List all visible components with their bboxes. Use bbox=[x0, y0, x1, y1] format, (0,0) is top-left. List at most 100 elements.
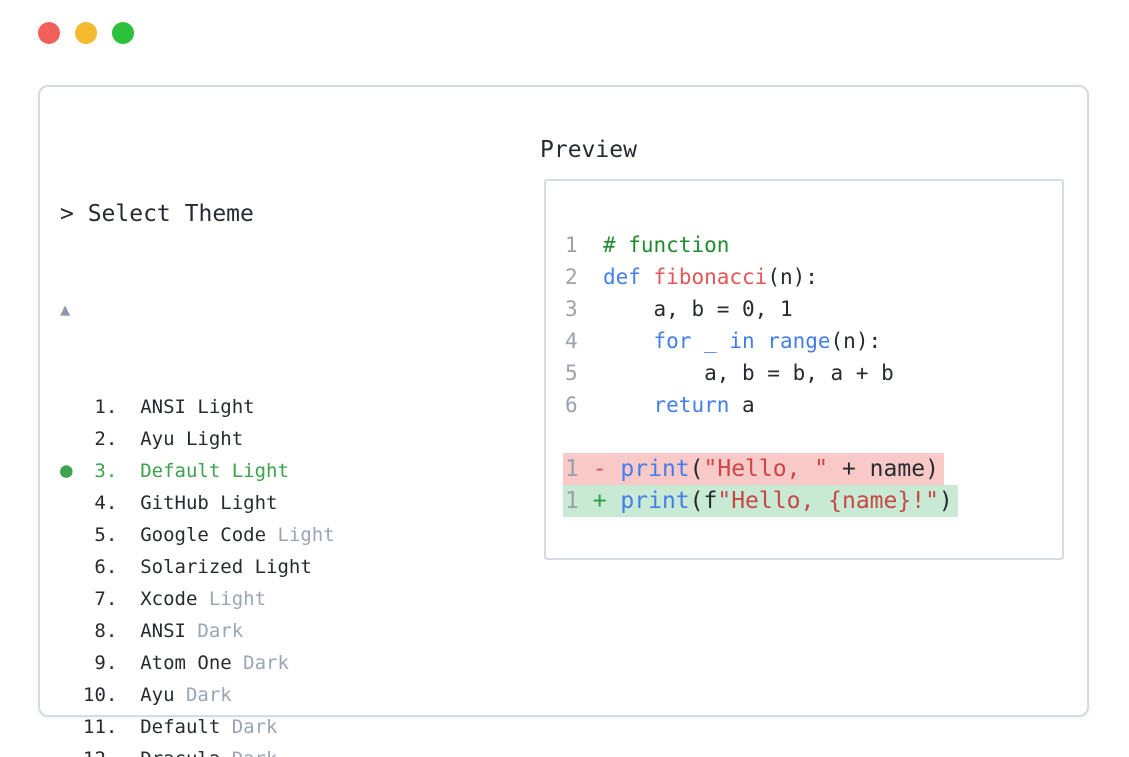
theme-option-number: 1. bbox=[94, 396, 118, 418]
code-token-pl bbox=[603, 393, 654, 417]
theme-option[interactable]: 8. ANSI Dark bbox=[60, 614, 877, 646]
theme-option-number: 12. bbox=[83, 743, 117, 757]
window-controls bbox=[38, 22, 134, 44]
close-window-button[interactable] bbox=[38, 22, 60, 44]
code-token-pl: a, b = 0, 1 bbox=[602, 297, 793, 321]
theme-option[interactable]: 1. ANSI Light bbox=[60, 390, 877, 422]
code-token-com: # function bbox=[602, 233, 730, 257]
code-token-pl: (n): bbox=[830, 329, 882, 353]
selected-dot-icon: ● bbox=[60, 458, 73, 482]
marker-spacer bbox=[60, 614, 83, 646]
theme-list: 1. ANSI Light 2.Ayu Light ● 3. Default Light… bbox=[60, 390, 877, 757]
code-token-pl: a, b = b, a + b bbox=[602, 361, 894, 385]
theme-option-variant: Dark bbox=[243, 652, 289, 674]
code-line: 5 a, b = b, a + b bbox=[565, 357, 1062, 389]
theme-option-variant: Light bbox=[208, 588, 267, 610]
marker-spacer bbox=[60, 582, 83, 614]
code-token-pl: + name) bbox=[828, 456, 939, 482]
code-token-pl: ) bbox=[938, 488, 953, 514]
code-token-kw: print bbox=[620, 456, 690, 482]
theme-option[interactable]: 7. Xcode Light bbox=[60, 582, 877, 614]
theme-option-number: 8. bbox=[94, 620, 118, 642]
theme-option-number: 6. bbox=[94, 556, 118, 578]
code-token-ln: 6 bbox=[565, 393, 603, 417]
marker-spacer bbox=[60, 710, 83, 742]
theme-option-label: Dracula bbox=[140, 743, 232, 757]
theme-option-label: GitHub Light bbox=[140, 492, 278, 514]
marker-spacer bbox=[60, 646, 83, 678]
theme-option-variant: Dark bbox=[231, 716, 278, 738]
code-token-pl: ( bbox=[689, 456, 704, 482]
select-theme-header: > Select Theme bbox=[60, 201, 254, 227]
code-token-ln: 1 bbox=[565, 233, 603, 257]
theme-option-number: 7. bbox=[94, 588, 118, 610]
code-token-plus: + bbox=[578, 488, 621, 514]
marker-spacer bbox=[60, 678, 83, 710]
theme-option-number: 4. bbox=[94, 492, 118, 514]
code-token-kw: return bbox=[653, 393, 730, 417]
minimize-window-button[interactable] bbox=[75, 22, 97, 44]
theme-option[interactable]: 2.Ayu Light bbox=[60, 422, 877, 454]
preview-label: Preview bbox=[540, 137, 637, 163]
code-line: 3 a, b = 0, 1 bbox=[565, 293, 1062, 325]
theme-option-number: 3. bbox=[94, 460, 118, 482]
code-line: 1 # function bbox=[565, 229, 1062, 261]
theme-option[interactable]: 11. Default Dark bbox=[60, 710, 877, 742]
code-token-ln: 2 bbox=[565, 265, 603, 289]
theme-picker-left-column: > Select Theme ▲ 1. ANSI Light 2.Ayu Ligh… bbox=[60, 134, 877, 757]
theme-option-variant: Light bbox=[277, 524, 335, 546]
theme-option[interactable]: 4. GitHub Light bbox=[60, 486, 877, 518]
marker-spacer bbox=[60, 390, 83, 422]
theme-option-variant: Dark bbox=[185, 684, 232, 706]
code-token-str: "Hello, {name}!" bbox=[717, 488, 939, 514]
code-line: 2 def fibonacci(n): bbox=[565, 261, 1062, 293]
marker-spacer bbox=[60, 742, 83, 757]
code-token-pl: a bbox=[729, 393, 755, 417]
code-token-minus: - bbox=[578, 456, 621, 482]
theme-option-label: Xcode bbox=[140, 588, 209, 610]
diff-line-removed: 1 - print("Hello, " + name) bbox=[563, 453, 1062, 485]
theme-option-label: ANSI bbox=[140, 620, 198, 642]
theme-option-number: 11. bbox=[83, 716, 118, 738]
code-token-kw: print bbox=[620, 488, 690, 514]
theme-option[interactable]: 6.Solarized Light bbox=[60, 550, 877, 582]
theme-option-variant: Dark bbox=[197, 620, 244, 642]
code-token-kw: def bbox=[602, 265, 641, 289]
theme-option-number: 5. bbox=[94, 524, 118, 546]
theme-option[interactable]: 10. Ayu Dark bbox=[60, 678, 877, 710]
code-token-kw: for _ in range bbox=[653, 329, 831, 353]
theme-option[interactable]: 5. Google Code Light bbox=[60, 518, 877, 550]
code-token-pl: (f bbox=[689, 488, 718, 514]
theme-option-label: Ayu Light bbox=[140, 428, 244, 450]
marker-spacer bbox=[60, 486, 83, 518]
theme-option-label: Atom One bbox=[140, 652, 244, 674]
theme-option-variant: Dark bbox=[232, 743, 278, 757]
code-token-ln: 5 bbox=[565, 361, 603, 385]
diff-highlight-removed: 1 - print("Hello, " + name) bbox=[563, 453, 944, 485]
code-token-ln: 3 bbox=[565, 297, 603, 321]
theme-option-label: Default Light bbox=[140, 460, 289, 482]
theme-picker-panel: > Select Theme ▲ 1. ANSI Light 2.Ayu Ligh… bbox=[38, 85, 1089, 757]
theme-option[interactable]: 9. Atom One Dark bbox=[60, 646, 877, 678]
theme-option-label: Google Code bbox=[140, 524, 278, 546]
code-token-pl bbox=[603, 329, 654, 353]
code-token-pl: (n): bbox=[767, 265, 818, 289]
theme-option-label: ANSI Light bbox=[140, 396, 255, 418]
code-token-ln: 1 bbox=[565, 456, 579, 482]
code-token-pl bbox=[641, 265, 654, 289]
marker-spacer bbox=[60, 422, 83, 454]
theme-option-number: 9. bbox=[94, 652, 118, 674]
theme-option[interactable]: ● 3. Default Light bbox=[60, 454, 877, 486]
marker-spacer bbox=[60, 518, 83, 550]
theme-option[interactable]: 12. Dracula Dark bbox=[60, 742, 877, 757]
theme-option-number: 10. bbox=[83, 684, 118, 706]
code-token-str: "Hello, " bbox=[703, 456, 829, 482]
theme-option-label: Default bbox=[140, 716, 232, 738]
zoom-window-button[interactable] bbox=[112, 22, 134, 44]
code-line bbox=[565, 421, 1062, 453]
theme-option-label: Ayu bbox=[140, 684, 186, 706]
code-token-fn: fibonacci bbox=[653, 265, 768, 289]
scroll-up-icon[interactable]: ▲ bbox=[60, 300, 71, 320]
